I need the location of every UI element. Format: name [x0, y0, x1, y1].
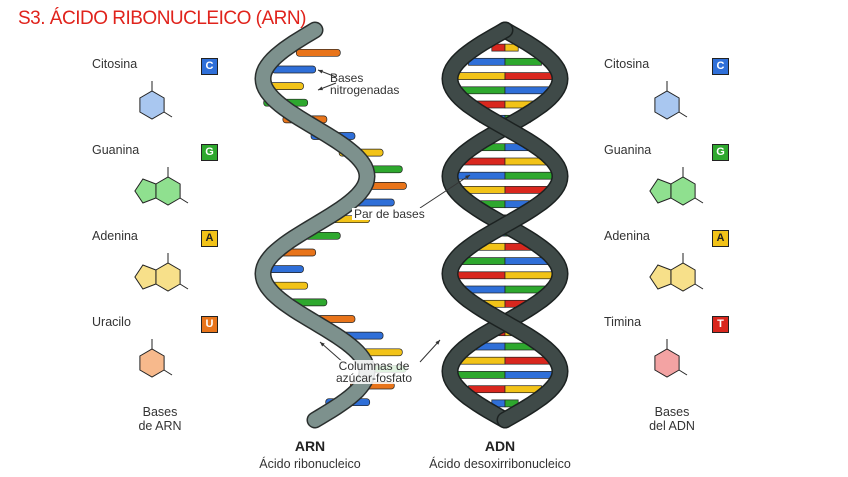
- dna-full-name: Ácido desoxirribonucleico: [429, 457, 571, 471]
- page-title: S3. ÁCIDO RIBONUCLEICO (ARN): [18, 8, 306, 29]
- rna-label: ARN: [294, 438, 326, 454]
- dna-base-label-guanina: Guanina: [604, 143, 652, 157]
- dna-base-label-adenina: Adenina: [604, 229, 650, 243]
- backbone-arrow-dna: [419, 339, 441, 363]
- dna-base-bar: [504, 72, 557, 80]
- dna-base-badge-g: G: [712, 144, 729, 161]
- rna-base-badge-u: U: [201, 316, 218, 333]
- rna-base-label-citosina: Citosina: [92, 57, 138, 71]
- rna-base-molecule-adenina-icon: [134, 253, 189, 292]
- dna-base-label-timina: Timina: [604, 315, 642, 329]
- backbone-annotation: Columnas de azúcar-fosfato: [336, 359, 413, 385]
- rna-helix: [254, 21, 407, 429]
- rna-base-label-guanina: Guanina: [92, 143, 140, 157]
- rna-base-molecule-citosina-icon: [139, 81, 173, 120]
- dna-base-bar: [468, 57, 506, 66]
- rna-base-molecule-uracilo-icon: [139, 339, 173, 378]
- base-pair-arrow: [419, 174, 471, 209]
- rna-base-badge-c: C: [201, 58, 218, 75]
- dna-base-molecule-adenina-icon: [649, 253, 704, 292]
- dna-base-badge-t: T: [712, 316, 729, 333]
- dna-base-molecule-guanina-icon: [649, 167, 704, 206]
- rna-backbone: [255, 23, 375, 427]
- dna-base-label-citosina: Citosina: [604, 57, 650, 71]
- dna-bases-caption: Bases del ADN: [649, 405, 695, 433]
- rna-base-molecule-guanina-icon: [134, 167, 189, 206]
- rna-base-label-adenina: Adenina: [92, 229, 138, 243]
- rna-bases-caption: Bases de ARN: [138, 405, 182, 433]
- dna-base-bar: [504, 43, 519, 52]
- dna-backbone-2: [442, 23, 568, 427]
- dna-helix: [441, 21, 569, 429]
- dna-base-badge-c: C: [712, 58, 729, 75]
- dna-base-badge-a: A: [712, 230, 729, 247]
- rna-base-bar: [295, 48, 341, 57]
- dna-base-molecule-citosina-icon: [654, 81, 688, 120]
- rna-full-name: Ácido ribonucleico: [259, 457, 361, 471]
- dna-base-bar: [504, 57, 542, 66]
- bases-annotation: Bases nitrogenadas: [330, 71, 400, 97]
- dna-base-bar: [504, 371, 557, 379]
- dna-base-bar: [453, 72, 506, 80]
- rna-base-badge-a: A: [201, 230, 218, 247]
- dna-label: ADN: [484, 438, 516, 454]
- base-pair-annotation: Par de bases: [352, 207, 427, 221]
- rna-base-bar: [271, 65, 317, 74]
- rna-base-label-uracilo: Uracilo: [92, 315, 131, 329]
- dna-base-molecule-timina-icon: [654, 339, 688, 378]
- dna-base-bar: [453, 371, 506, 379]
- rna-base-badge-g: G: [201, 144, 218, 161]
